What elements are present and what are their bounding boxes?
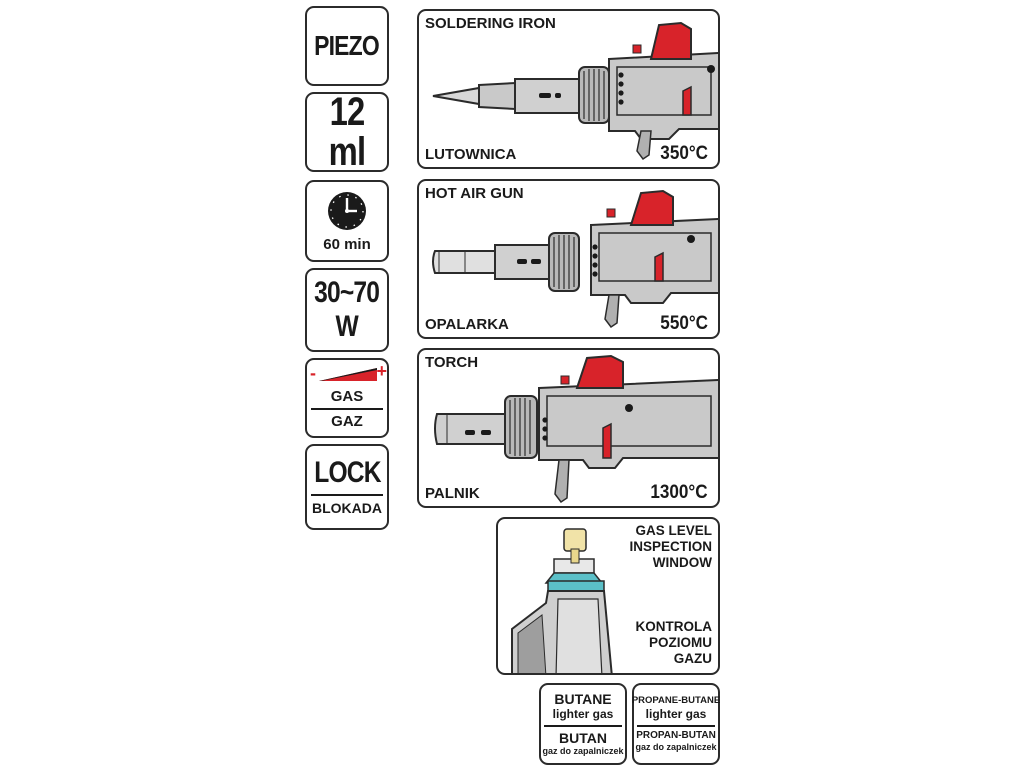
gas-minus-sign: - <box>310 363 316 383</box>
mode-panel-torch: TORCH PALNIK 1300°C <box>417 348 720 508</box>
hot-air-gun-tool-icon <box>432 189 718 329</box>
mode-panel-hot-air-gun: HOT AIR GUN OPALARKA 550°C <box>417 179 720 339</box>
fuel-divider <box>637 724 715 727</box>
fuel-desc-en: lighter gas <box>645 706 707 721</box>
gas-pl-label: GAZ <box>331 413 363 430</box>
lock-en-label: LOCK <box>313 456 381 489</box>
fuel-badge-propane-butane: PROPANE-BUTANE lighter gas PROPAN-BUTAN … <box>632 683 720 765</box>
capacity-label: 12 ml <box>328 90 366 174</box>
fuel-badge-butane: BUTANE lighter gas BUTAN gaz do zapalnic… <box>539 683 627 765</box>
fuel-name-en: PROPANE-BUTANE <box>631 695 721 707</box>
fuel-desc-pl: gaz do zapalniczek <box>635 741 717 752</box>
soldering-iron-tool-icon <box>432 21 718 161</box>
gas-window-pl-line: KONTROLA <box>635 619 713 634</box>
gas-window-en-line: GAS LEVEL <box>635 523 712 538</box>
fuel-divider <box>544 725 622 727</box>
gas-divider <box>311 408 383 410</box>
mode-subtitle: LUTOWNICA <box>425 146 517 163</box>
gas-window-icon <box>511 528 613 673</box>
gas-window-en: GAS LEVEL INSPECTION WINDOW <box>629 523 712 571</box>
gas-window-panel: GAS LEVEL INSPECTION WINDOW KONTROLA POZ… <box>496 517 720 675</box>
gas-window-en-line: INSPECTION <box>629 539 712 554</box>
power-unit: W <box>335 310 359 343</box>
duration-badge: 60 min <box>305 180 389 262</box>
mode-temperature: 1300°C <box>650 482 708 503</box>
mode-title: HOT AIR GUN <box>425 185 524 202</box>
gas-adjust-badge: - + GAS GAZ <box>305 358 389 438</box>
lock-pl-label: BLOKADA <box>312 500 382 516</box>
gas-ramp: - + <box>309 361 387 386</box>
mode-subtitle: PALNIK <box>425 485 480 502</box>
gas-plus-sign: + <box>376 361 387 381</box>
piezo-badge: PIEZO <box>305 6 389 86</box>
fuel-name-pl: PROPAN-BUTAN <box>636 729 716 741</box>
clock-icon <box>328 191 366 230</box>
lock-divider <box>311 494 383 496</box>
gas-window-pl-line: POZIOMU <box>649 635 712 650</box>
fuel-desc-en: lighter gas <box>552 707 614 721</box>
power-range: 30~70 <box>314 276 380 309</box>
gas-window-pl: KONTROLA POZIOMU GAZU <box>636 619 713 667</box>
power-badge: 30~70 W <box>305 268 389 352</box>
gas-window-pl-line: GAZU <box>673 651 712 666</box>
fuel-name-en: BUTANE <box>554 691 612 707</box>
capacity-badge: 12 ml <box>305 92 389 172</box>
duration-label: 60 min <box>323 235 371 253</box>
lock-badge: LOCK BLOKADA <box>305 444 389 530</box>
torch-tool-icon <box>434 354 718 504</box>
gas-window-en-line: WINDOW <box>652 555 712 570</box>
mode-temperature: 350°C <box>660 143 708 164</box>
fuel-name-pl: BUTAN <box>559 730 607 746</box>
mode-title: SOLDERING IRON <box>425 15 556 32</box>
mode-panel-soldering-iron: SOLDERING IRON LUTOWNICA 350°C <box>417 9 720 169</box>
mode-title: TORCH <box>425 354 479 371</box>
gas-ramp-icon <box>319 368 377 381</box>
mode-temperature: 550°C <box>660 313 708 334</box>
piezo-label: PIEZO <box>314 30 381 61</box>
mode-subtitle: OPALARKA <box>425 316 509 333</box>
fuel-desc-pl: gaz do zapalniczek <box>542 746 624 756</box>
gas-en-label: GAS <box>330 388 364 405</box>
